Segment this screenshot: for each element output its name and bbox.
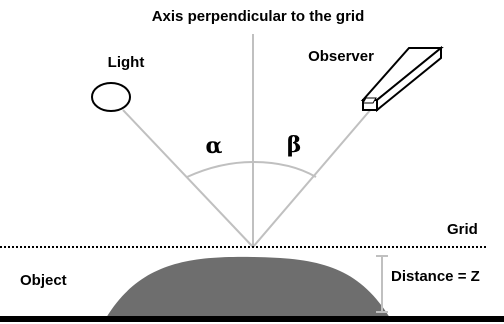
grid-label: Grid <box>447 221 478 238</box>
light-ray-line <box>122 109 254 248</box>
object-shape <box>106 256 390 318</box>
light-source-circle <box>91 82 131 112</box>
alpha-label: α <box>206 133 223 159</box>
axis-label: Axis perpendicular to the grid <box>152 8 365 25</box>
beta-label: β <box>287 132 302 158</box>
beta-angle-arc <box>252 161 317 178</box>
distance-marker <box>376 255 388 313</box>
observer-label: Observer <box>308 48 374 65</box>
distance-label: Distance = Z <box>391 268 480 285</box>
object-label: Object <box>20 272 67 289</box>
ground-line <box>0 316 504 322</box>
camera-icon <box>360 45 444 113</box>
alpha-angle-arc <box>186 161 254 178</box>
observer-ray-line <box>252 107 373 248</box>
light-label: Light <box>108 54 145 71</box>
